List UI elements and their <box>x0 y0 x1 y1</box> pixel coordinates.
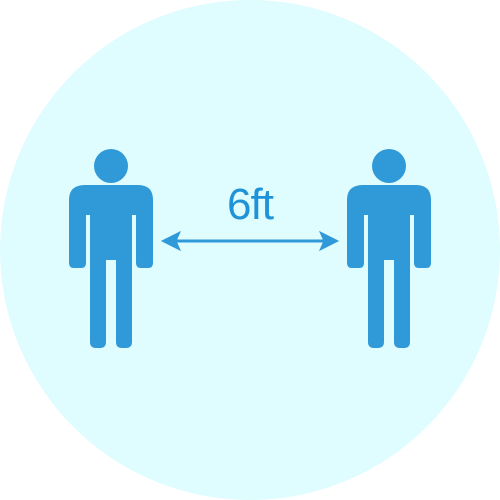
double-headed-arrow-icon <box>160 230 340 252</box>
left-person-icon <box>69 149 153 348</box>
right-person-icon <box>347 149 431 348</box>
distance-label: 6ft <box>227 180 274 229</box>
